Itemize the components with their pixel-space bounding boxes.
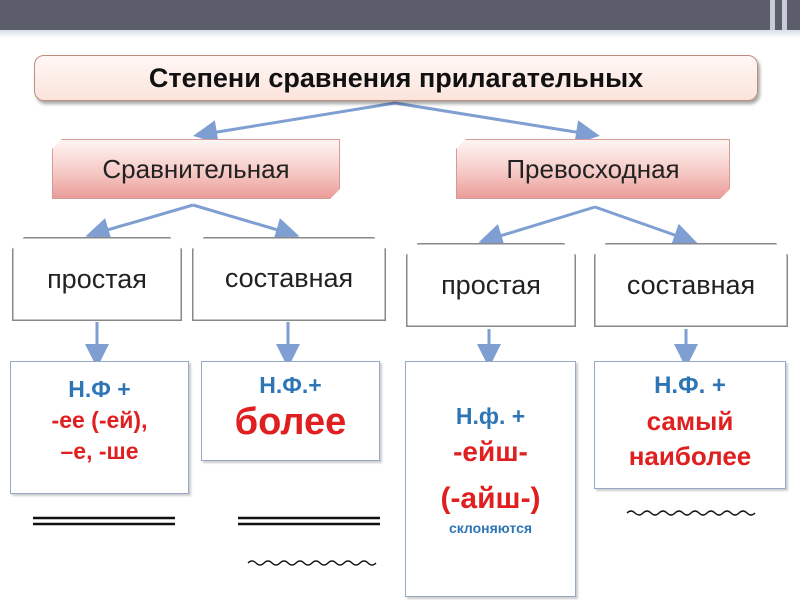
rule-suffix: -ейш- (453, 436, 528, 467)
rule-line: Н.Ф + (68, 376, 131, 402)
arrow-title-to-comparative (193, 101, 396, 144)
arrow-superlative-to-compound (594, 205, 698, 247)
slide-top-bar (0, 0, 800, 30)
rule-superlative-compound: Н.Ф. + самый наиболее (594, 361, 786, 489)
arrow-superlative-to-simple (478, 205, 596, 247)
rule-word: более (234, 401, 347, 443)
double-underline-marks (33, 516, 380, 526)
rule-line: Н.ф. + (455, 403, 526, 429)
rule-superlative-simple: Н.ф. + -ейш- (-айш-) склоняются (405, 361, 576, 597)
rule-word: наиболее (628, 441, 752, 471)
rule-suffix: (-айш-) (440, 482, 541, 515)
wavy-underline-mark (247, 560, 377, 566)
arrow-comparative-to-simple (85, 203, 194, 242)
slide-top-bar-gradient (0, 30, 800, 38)
wavy-underline-mark (626, 510, 756, 516)
rule-comparative-compound: Н.Ф.+ более (201, 361, 380, 461)
rule-suffix: –е, -ше (60, 438, 139, 464)
rule-word: самый (646, 406, 734, 436)
category-comparative: Сравнительная (52, 139, 340, 199)
slide-top-bar-stripe (782, 0, 787, 30)
rule-line: Н.Ф.+ (259, 372, 322, 398)
diagram-title: Степени сравнения прилагательных (34, 55, 758, 101)
rule-suffix: -ее (-ей), (51, 407, 148, 433)
arrow-comparative-to-compound (192, 203, 300, 242)
category-superlative: Превосходная (456, 139, 730, 199)
rule-line: Н.Ф. + (654, 372, 726, 399)
form-superlative-simple: простая (406, 243, 576, 327)
rule-note: склоняются (448, 520, 533, 536)
form-comparative-compound: составная (192, 237, 386, 321)
form-superlative-compound: составная (594, 243, 788, 327)
form-comparative-simple: простая (12, 237, 182, 321)
arrow-title-to-superlative (394, 101, 600, 144)
rule-comparative-simple: Н.Ф + -ее (-ей), –е, -ше (10, 361, 189, 494)
slide-top-bar-stripe (770, 0, 775, 30)
